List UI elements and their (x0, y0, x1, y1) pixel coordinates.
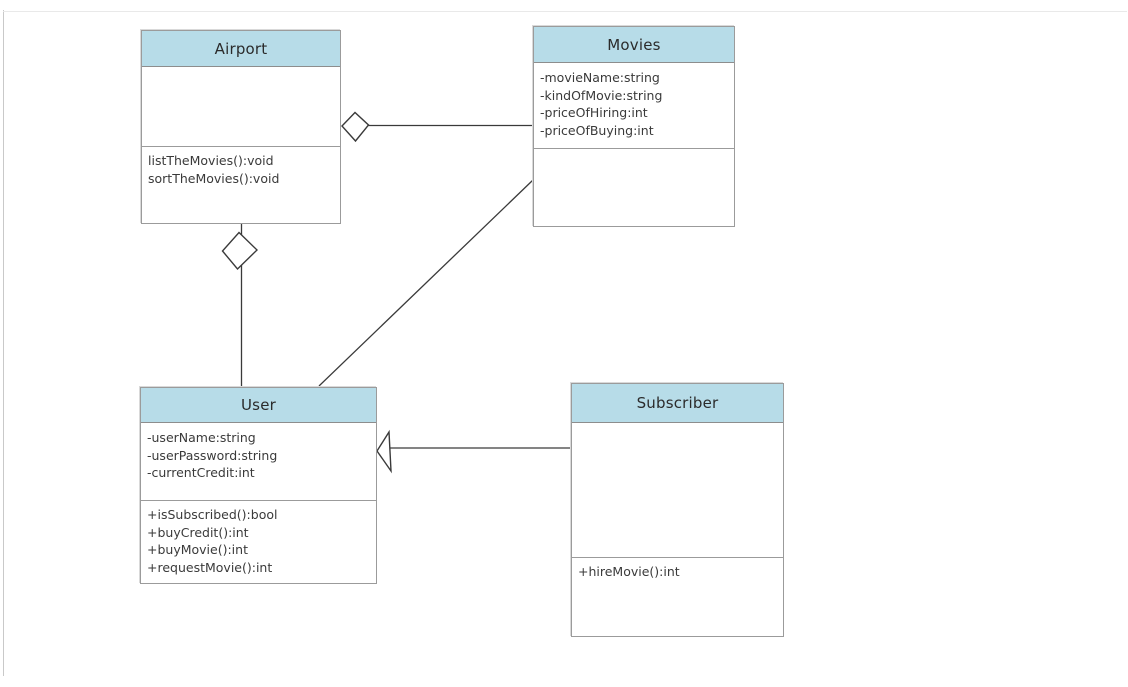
method-item: +requestMovie():int (147, 559, 273, 575)
class-title-movies: Movies (534, 27, 734, 63)
class-attributes-user: -userName:string -userPassword:string -c… (141, 423, 376, 501)
aggregation-diamond-icon (341, 111, 370, 143)
attribute-item: -userName:string (147, 430, 256, 445)
class-attributes-movies: -movieName:string -kindOfMovie:string -p… (534, 63, 734, 149)
class-title-user: User (141, 388, 376, 423)
method-item: listTheMovies():void (148, 153, 274, 168)
class-box-movies[interactable]: Movies -movieName:string -kindOfMovie:st… (533, 26, 735, 227)
class-box-airport[interactable]: Airport listTheMovies():void sortTheMovi… (141, 30, 341, 224)
canvas-left-border (3, 10, 4, 676)
class-attributes-airport (142, 67, 340, 147)
class-title-airport: Airport (142, 31, 340, 67)
attribute-item: -kindOfMovie:string (540, 87, 663, 103)
method-item: +hireMovie():int (578, 564, 680, 579)
canvas-top-border (3, 11, 1127, 12)
class-methods-movies (534, 149, 734, 226)
attribute-item: -currentCredit:int (147, 465, 255, 480)
attribute-item: -priceOfHiring:int (540, 105, 648, 120)
method-item: +isSubscribed():bool (147, 507, 278, 522)
generalization-arrowhead-icon (376, 429, 392, 474)
attribute-item: -priceOfBuying:int (540, 122, 654, 138)
class-attributes-subscriber (572, 423, 783, 558)
class-methods-user: +isSubscribed():bool +buyCredit():int +b… (141, 501, 376, 583)
attribute-item: -movieName:string (540, 70, 660, 85)
method-item: +buyMovie():int (147, 542, 248, 557)
class-methods-airport: listTheMovies():void sortTheMovies():voi… (142, 147, 340, 223)
method-item: sortTheMovies():void (148, 170, 280, 186)
method-item: +buyCredit():int (147, 524, 249, 540)
aggregation-diamond-icon (221, 231, 259, 271)
class-box-subscriber[interactable]: Subscriber +hireMovie():int (571, 383, 784, 637)
class-box-user[interactable]: User -userName:string -userPassword:stri… (140, 387, 377, 584)
association-line-movies-user (318, 179, 534, 387)
attribute-item: -userPassword:string (147, 447, 278, 463)
class-title-subscriber: Subscriber (572, 384, 783, 423)
class-methods-subscriber: +hireMovie():int (572, 558, 783, 636)
